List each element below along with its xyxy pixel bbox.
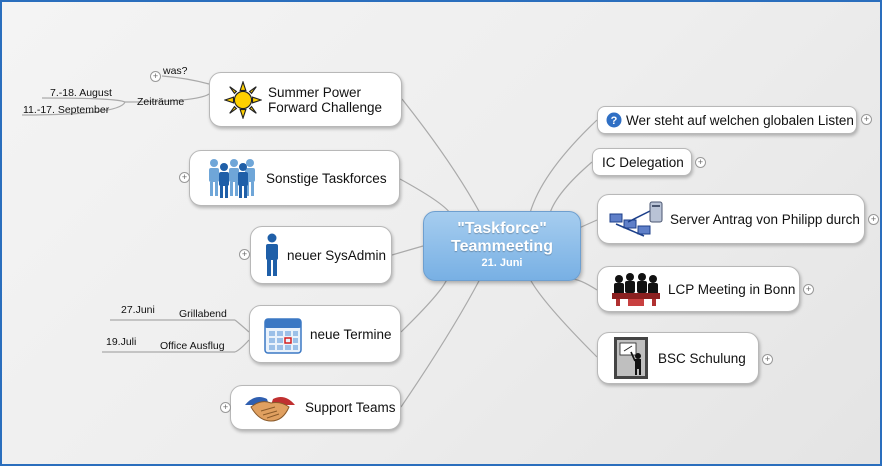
handshake-icon: [245, 396, 295, 422]
label-office-date: 19.Juli: [106, 336, 137, 348]
central-title-line1: "Taskforce": [457, 220, 547, 237]
label-date1: 7.-18. August: [50, 87, 112, 99]
sun-icon: [224, 80, 262, 119]
connector-server: [578, 219, 598, 229]
people-group-icon: [209, 159, 255, 198]
expand-lcp-button[interactable]: +: [803, 284, 814, 295]
expand-support-button[interactable]: +: [220, 402, 231, 413]
label-was: was?: [163, 65, 188, 77]
support-label: Support Teams: [305, 400, 396, 415]
connector-date2: [21, 101, 126, 116]
node-bsc-schulung[interactable]: BSC Schulung: [597, 332, 759, 384]
taskforces-label: Sonstige Taskforces: [266, 170, 387, 186]
node-globale-listen[interactable]: ? Wer steht auf welchen globalen Listen: [597, 106, 857, 134]
expand-was-button[interactable]: +: [150, 71, 161, 82]
expand-taskforces-button[interactable]: +: [179, 172, 190, 183]
central-date: 21. Juni: [481, 257, 523, 269]
connector-summer: [401, 98, 481, 214]
label-grill-date: 27.Juni: [121, 304, 155, 316]
node-summer-power[interactable]: Summer Power Forward Challenge: [209, 72, 402, 127]
lcp-label: LCP Meeting in Bonn: [668, 281, 796, 297]
connector-office: [234, 339, 250, 353]
label-date2: 11.-17. September: [23, 104, 110, 116]
connector-ic: [549, 161, 593, 214]
node-support-teams[interactable]: Support Teams: [230, 385, 401, 430]
connector-summer-zeitraeume: [124, 93, 210, 103]
termine-label: neue Termine: [310, 326, 392, 342]
connector-listen: [529, 119, 598, 214]
connector-termine-sub: [234, 319, 250, 333]
label-office: Office Ausflug: [160, 340, 225, 352]
sysadmin-label: neuer SysAdmin: [287, 247, 387, 263]
node-neuer-sysadmin[interactable]: neuer SysAdmin: [250, 226, 392, 284]
node-sonstige-taskforces[interactable]: Sonstige Taskforces: [189, 150, 400, 206]
expand-bsc-button[interactable]: +: [762, 354, 773, 365]
svg-text:?: ?: [611, 115, 618, 127]
server-label: Server Antrag von Philipp durch: [670, 211, 860, 227]
expand-ic-button[interactable]: +: [695, 157, 706, 168]
meeting-icon: [612, 273, 660, 306]
calendar-icon: [264, 318, 302, 354]
label-grillabend: Grillabend: [179, 308, 227, 320]
ic-label: IC Delegation: [602, 154, 684, 170]
central-title-line2: Teammeeting: [451, 238, 553, 255]
person-icon: [266, 233, 278, 276]
connector-summer-was: [161, 75, 210, 85]
listen-label: Wer steht auf welchen globalen Listen: [626, 112, 854, 128]
connector-taskforces: [399, 178, 451, 214]
connector-date1: [41, 97, 126, 103]
network-icon: [609, 201, 663, 237]
label-zeitraeume: Zeiträume: [137, 96, 185, 108]
connector-sysadmin: [391, 245, 424, 256]
node-server-antrag[interactable]: Server Antrag von Philipp durch: [597, 194, 865, 244]
bsc-label: BSC Schulung: [658, 350, 746, 366]
summer-line1: Summer Power: [268, 84, 362, 100]
summer-line2: Forward Challenge: [268, 99, 383, 115]
expand-sysadmin-button[interactable]: +: [239, 249, 250, 260]
expand-server-button[interactable]: +: [868, 214, 879, 225]
node-lcp-meeting[interactable]: LCP Meeting in Bonn: [597, 266, 800, 312]
central-topic[interactable]: "Taskforce" Teammeeting 21. Juni: [423, 211, 581, 281]
help-icon: ?: [606, 112, 622, 128]
connector-termine: [400, 278, 448, 333]
connector-bsc: [529, 278, 598, 358]
node-ic-delegation[interactable]: IC Delegation: [592, 148, 692, 176]
presentation-icon: [614, 337, 648, 379]
node-neue-termine[interactable]: neue Termine: [249, 305, 401, 363]
expand-listen-button[interactable]: +: [861, 114, 872, 125]
connector-support: [400, 278, 481, 408]
